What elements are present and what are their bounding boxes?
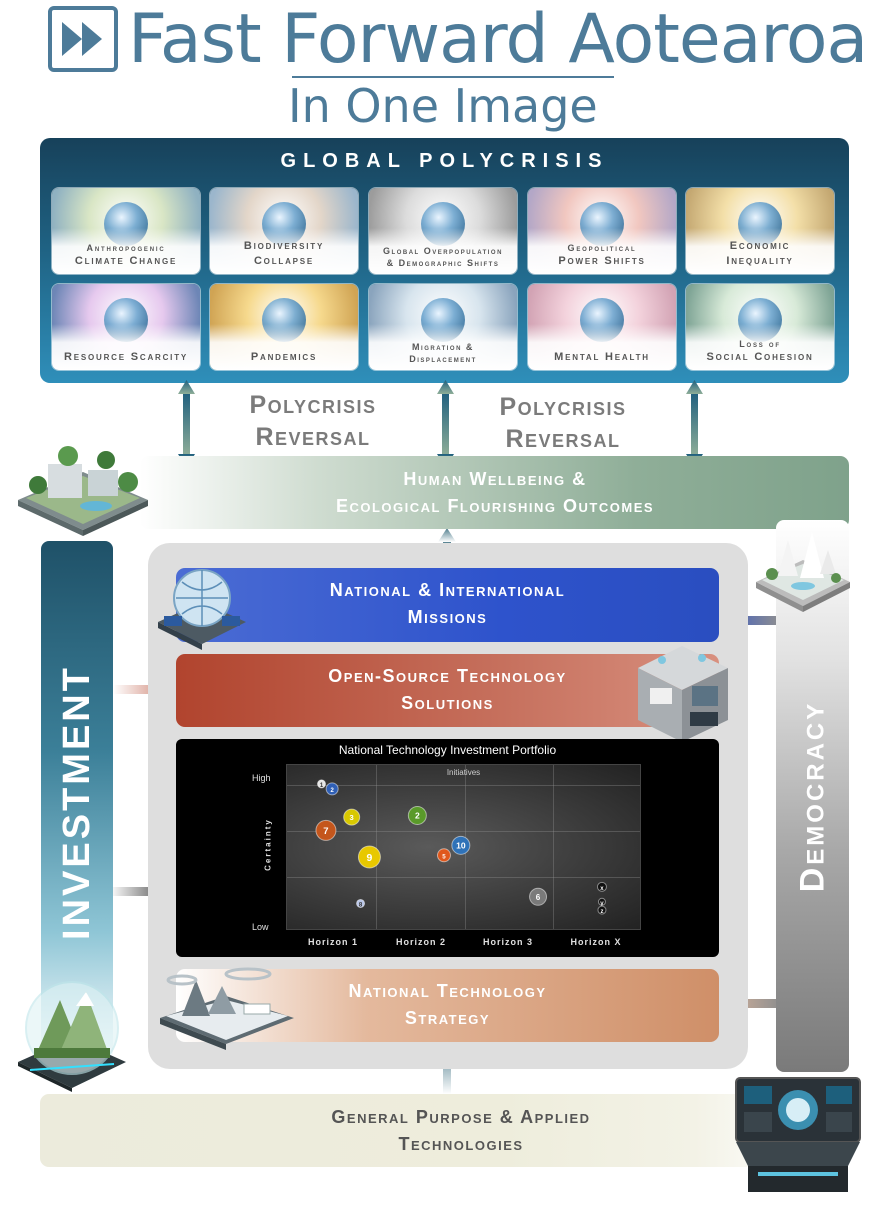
- y-axis-label: Certainty: [263, 818, 273, 871]
- chart-point-2: 2: [325, 782, 339, 796]
- chart-point-label: x: [600, 886, 604, 892]
- page-subtitle: In One Image: [288, 79, 598, 133]
- chart-point-9: 9: [357, 845, 381, 869]
- chart-point-y: y: [597, 897, 606, 907]
- chart-point-label: 5: [442, 853, 446, 860]
- chart-point-marker: [357, 845, 381, 869]
- chart-point-label: z: [600, 909, 603, 915]
- gridline: [287, 831, 640, 832]
- gridline: [553, 765, 554, 929]
- chart-point-7: 7: [315, 819, 337, 841]
- chart-point-marker: [436, 848, 451, 863]
- polycrisis-title: GLOBAL POLYCRISIS: [280, 150, 609, 172]
- chart-point-z: z: [597, 905, 607, 915]
- chart-point-label: y: [600, 901, 604, 907]
- terrarium-illustration: [18, 981, 126, 1092]
- double-arrow-left: [178, 380, 195, 468]
- chart-point-x: x: [596, 881, 607, 892]
- y-tick-low: Low: [252, 922, 269, 932]
- chart-title: National Technology Investment Portfolio: [338, 743, 557, 757]
- chart-point-label: 3: [350, 813, 354, 822]
- title-divider: [292, 76, 614, 78]
- chart-point-10: 10: [451, 835, 471, 855]
- chart-point-label: 2: [330, 788, 334, 794]
- crisis-tile-migration-displacement: Migration &Displacement: [369, 284, 517, 370]
- x-tick-horizon-x: Horizon X: [570, 937, 622, 947]
- y-tick-high: High: [252, 773, 271, 783]
- crisis-label: Mental Health: [554, 351, 650, 363]
- futuristic-landscape-illustration: [160, 967, 294, 1050]
- fast-forward-logo-icon: [48, 6, 118, 72]
- crisis-tile-mental-health: Mental Health: [528, 284, 676, 370]
- chart-point-marker: [596, 881, 607, 892]
- wellbeing-outcomes-bar: [140, 456, 849, 529]
- crisis-label: Migration &Displacement: [409, 342, 477, 364]
- chart-point-marker: [343, 808, 361, 826]
- chart-point-2: 2: [407, 805, 427, 825]
- chart-point-label: 7: [323, 826, 328, 837]
- chart-point-marker: [315, 819, 337, 841]
- crisis-label: Resource Scarcity: [63, 351, 189, 363]
- crisis-tile-overpopulation: Global Overpopulation& Demographic Shift…: [369, 188, 517, 274]
- eco-city-illustration: [18, 446, 148, 536]
- page-title: Fast Forward Aotearoa: [128, 0, 868, 79]
- chart-point-marker: [317, 779, 326, 789]
- x-tick-horizon-2: Horizon 2: [395, 937, 446, 947]
- general-purpose-technologies-bar: [40, 1094, 810, 1167]
- crisis-tile-pandemics: Pandemics: [210, 284, 358, 370]
- chart-point-label: 1: [320, 783, 324, 789]
- computer-console-illustration: [735, 1077, 861, 1192]
- double-arrow-center: [437, 380, 454, 468]
- crisis-label: Global Overpopulation& Demographic Shift…: [383, 246, 503, 268]
- chart-subtitle: Initiatives: [446, 768, 481, 777]
- investment-column: [41, 541, 113, 1063]
- gridline: [287, 877, 640, 878]
- smart-home-illustration: [638, 646, 728, 742]
- crisis-tile-resource-scarcity: Resource Scarcity: [52, 284, 200, 370]
- x-tick-horizon-3: Horizon 3: [482, 937, 533, 947]
- chart-point-label: 10: [456, 840, 466, 850]
- chart-point-3: 3: [343, 808, 361, 826]
- chart-point-marker: [529, 887, 548, 906]
- chart-point-label: 6: [536, 893, 541, 902]
- double-arrow-right: [686, 380, 703, 468]
- chart-point-marker: [407, 805, 427, 825]
- chart-point-1: 1: [317, 779, 326, 789]
- chart-point-label: 9: [367, 853, 373, 864]
- chart-point-marker: [451, 835, 471, 855]
- chart-point-label: 8: [359, 902, 363, 908]
- solar-globe-illustration: [158, 569, 246, 650]
- chart-point-6: 6: [529, 887, 548, 906]
- chart-point-marker: [356, 898, 366, 908]
- chart-point-label: 2: [415, 811, 420, 821]
- chart-point-8: 8: [356, 898, 366, 908]
- chart-point-marker: [597, 897, 606, 906]
- utopian-city-illustration: [756, 532, 850, 612]
- chart-point-marker: [325, 782, 339, 796]
- chart-point-5: 5: [436, 848, 451, 863]
- x-tick-horizon-1: Horizon 1: [307, 937, 358, 947]
- crisis-label: Pandemics: [250, 351, 318, 363]
- chart-point-marker: [597, 905, 607, 915]
- gridline: [287, 785, 640, 786]
- democracy-column: [776, 520, 849, 1072]
- gridline: [376, 765, 377, 929]
- wellbeing-outcomes-label: Human Wellbeing &Ecological Flourishing …: [335, 469, 655, 516]
